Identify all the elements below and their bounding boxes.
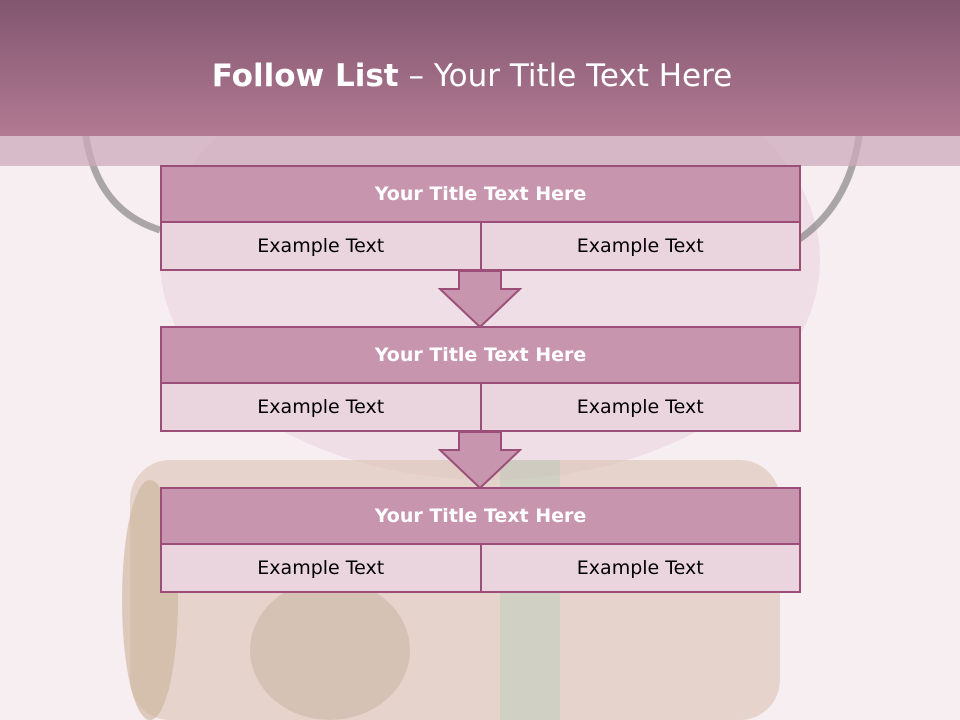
down-arrow-icon [438,270,522,328]
block-title: Your Title Text Here [160,487,801,545]
list-block-2: Your Title Text Here Example Text Exampl… [160,326,801,432]
block-cell-right: Example Text [479,382,801,432]
block-cell-left: Example Text [160,221,482,271]
title-header [0,0,960,136]
slide-title-bold: Follow List [211,58,399,94]
down-arrow-icon [438,431,522,489]
slide-title: Follow List – Your Title Text Here [0,56,944,96]
block-title: Your Title Text Here [160,165,801,223]
block-cell-right: Example Text [479,221,801,271]
block-title: Your Title Text Here [160,326,801,384]
block-cell-right: Example Text [479,543,801,593]
list-block-1: Your Title Text Here Example Text Exampl… [160,165,801,271]
block-cells: Example Text Example Text [160,543,801,593]
slide-title-rest: – Your Title Text Here [398,58,733,94]
block-cells: Example Text Example Text [160,382,801,432]
block-cells: Example Text Example Text [160,221,801,271]
header-strip [0,136,960,166]
block-cell-left: Example Text [160,543,482,593]
list-block-3: Your Title Text Here Example Text Exampl… [160,487,801,593]
block-cell-left: Example Text [160,382,482,432]
